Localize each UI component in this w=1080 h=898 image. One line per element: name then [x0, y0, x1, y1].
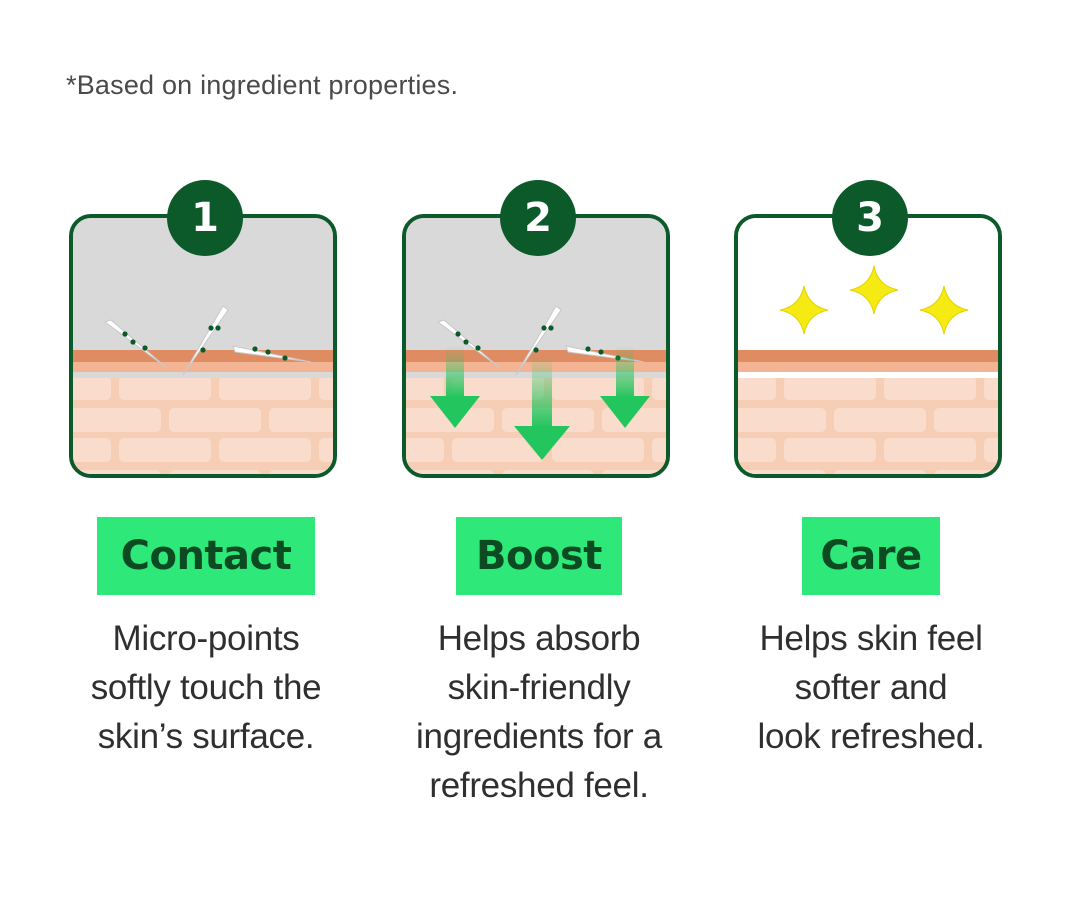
- absorb-arrows-icon: [402, 214, 670, 478]
- down-arrow-icon: [514, 356, 570, 460]
- description-line: ingredients for a: [416, 717, 662, 756]
- step-description: Helps skin feel softer and look refreshe…: [701, 614, 1041, 761]
- description-line: look refreshed.: [757, 717, 985, 756]
- sparkle-skin-icon: [734, 214, 1002, 478]
- down-arrow-icon: [430, 346, 480, 428]
- description-line: Helps absorb: [437, 619, 641, 658]
- micro-needle: [515, 305, 562, 376]
- down-arrow-icon: [600, 346, 650, 428]
- step-title: Care: [820, 533, 922, 579]
- description-line: skin-friendly: [447, 668, 631, 707]
- micro-needle: [436, 319, 501, 369]
- description-line: Micro-points: [112, 619, 300, 658]
- step-description: Micro-points softly touch the skin’s sur…: [36, 614, 376, 761]
- step-number-badge: 3: [832, 180, 908, 256]
- step-title: Contact: [120, 533, 292, 579]
- description-line: skin’s surface.: [97, 717, 315, 756]
- micro-points-touch-icon: [69, 214, 337, 478]
- description-line: softly touch the: [90, 668, 322, 707]
- footnote: *Based on ingredient properties.: [66, 70, 459, 100]
- sparkle-icon: [779, 285, 829, 335]
- step-number-badge: 1: [167, 180, 243, 256]
- sparkle-icon: [849, 265, 899, 315]
- step-number-badge: 2: [500, 180, 576, 256]
- step-title-highlight: Contact: [97, 517, 315, 595]
- sparkle-icon: [919, 285, 969, 335]
- micro-needle: [182, 305, 229, 376]
- micro-needle: [103, 319, 168, 369]
- description-line: refreshed feel.: [429, 766, 649, 805]
- step-title-highlight: Care: [802, 517, 940, 595]
- micro-needle: [232, 345, 312, 363]
- description-line: softer and: [794, 668, 948, 707]
- step-title: Boost: [476, 533, 602, 579]
- step-description: Helps absorb skin-friendly ingredients f…: [369, 614, 709, 810]
- description-line: Helps skin feel: [759, 619, 983, 658]
- step-title-highlight: Boost: [456, 517, 622, 595]
